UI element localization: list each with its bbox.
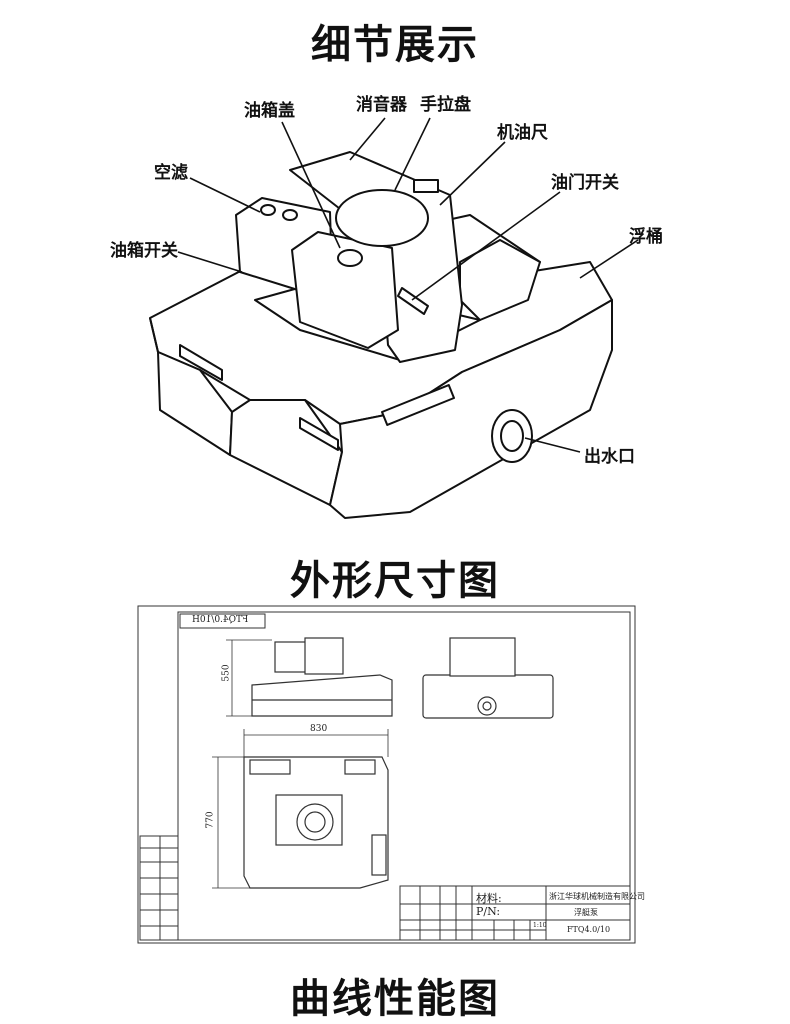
side-view-base <box>251 674 393 717</box>
callout-dipstick: 机油尺 <box>497 123 548 143</box>
pull-starter-dome <box>335 189 429 247</box>
label-plate <box>380 384 456 426</box>
title-company: 浙江华球机械制造有限公司 <box>549 892 645 901</box>
callout-fuel-switch: 油箱开关 <box>110 241 178 261</box>
dimension-height: 550 <box>221 664 232 682</box>
title-model: FTQ4.0/10 <box>567 925 611 934</box>
fuel-tank-body <box>291 231 399 349</box>
dipstick-tab <box>413 179 439 193</box>
callout-muffler: 消音器 <box>356 95 407 115</box>
dimension-depth: 770 <box>205 811 216 829</box>
dimension-width: 830 <box>310 724 328 734</box>
callout-pull-starter: 手拉盘 <box>420 95 471 115</box>
callout-tank-cap: 油箱盖 <box>244 101 295 121</box>
outlet-fitting-inner <box>500 420 524 452</box>
title-pn-label: P/N: <box>476 905 501 918</box>
throttle-lever <box>397 287 429 315</box>
callout-float-tank: 浮桶 <box>629 227 663 247</box>
right-handle <box>299 417 339 451</box>
left-handle <box>179 344 223 381</box>
title-material-label: 材料: <box>476 892 502 905</box>
callout-throttle-switch: 油门开关 <box>551 173 619 193</box>
drawing-outer-frame <box>137 605 636 944</box>
fuel-tank-cap <box>337 249 363 267</box>
title-block <box>399 885 631 941</box>
revision-table <box>139 835 179 941</box>
title-scale: 1:10 <box>533 922 547 929</box>
section-title-dimensions: 外形尺寸图 <box>290 558 500 604</box>
callout-outlet: 出水口 <box>584 447 635 467</box>
section-title-performance-curve: 曲线性能图 <box>290 976 500 1022</box>
pump-illustration <box>149 117 639 519</box>
callout-air-filter: 空滤 <box>154 163 188 183</box>
title-product-name: 浮艇泵 <box>574 908 598 917</box>
mirror-drawing-code: FTQ4.0/10H <box>192 615 249 625</box>
section-title-details: 细节展示 <box>311 22 479 68</box>
